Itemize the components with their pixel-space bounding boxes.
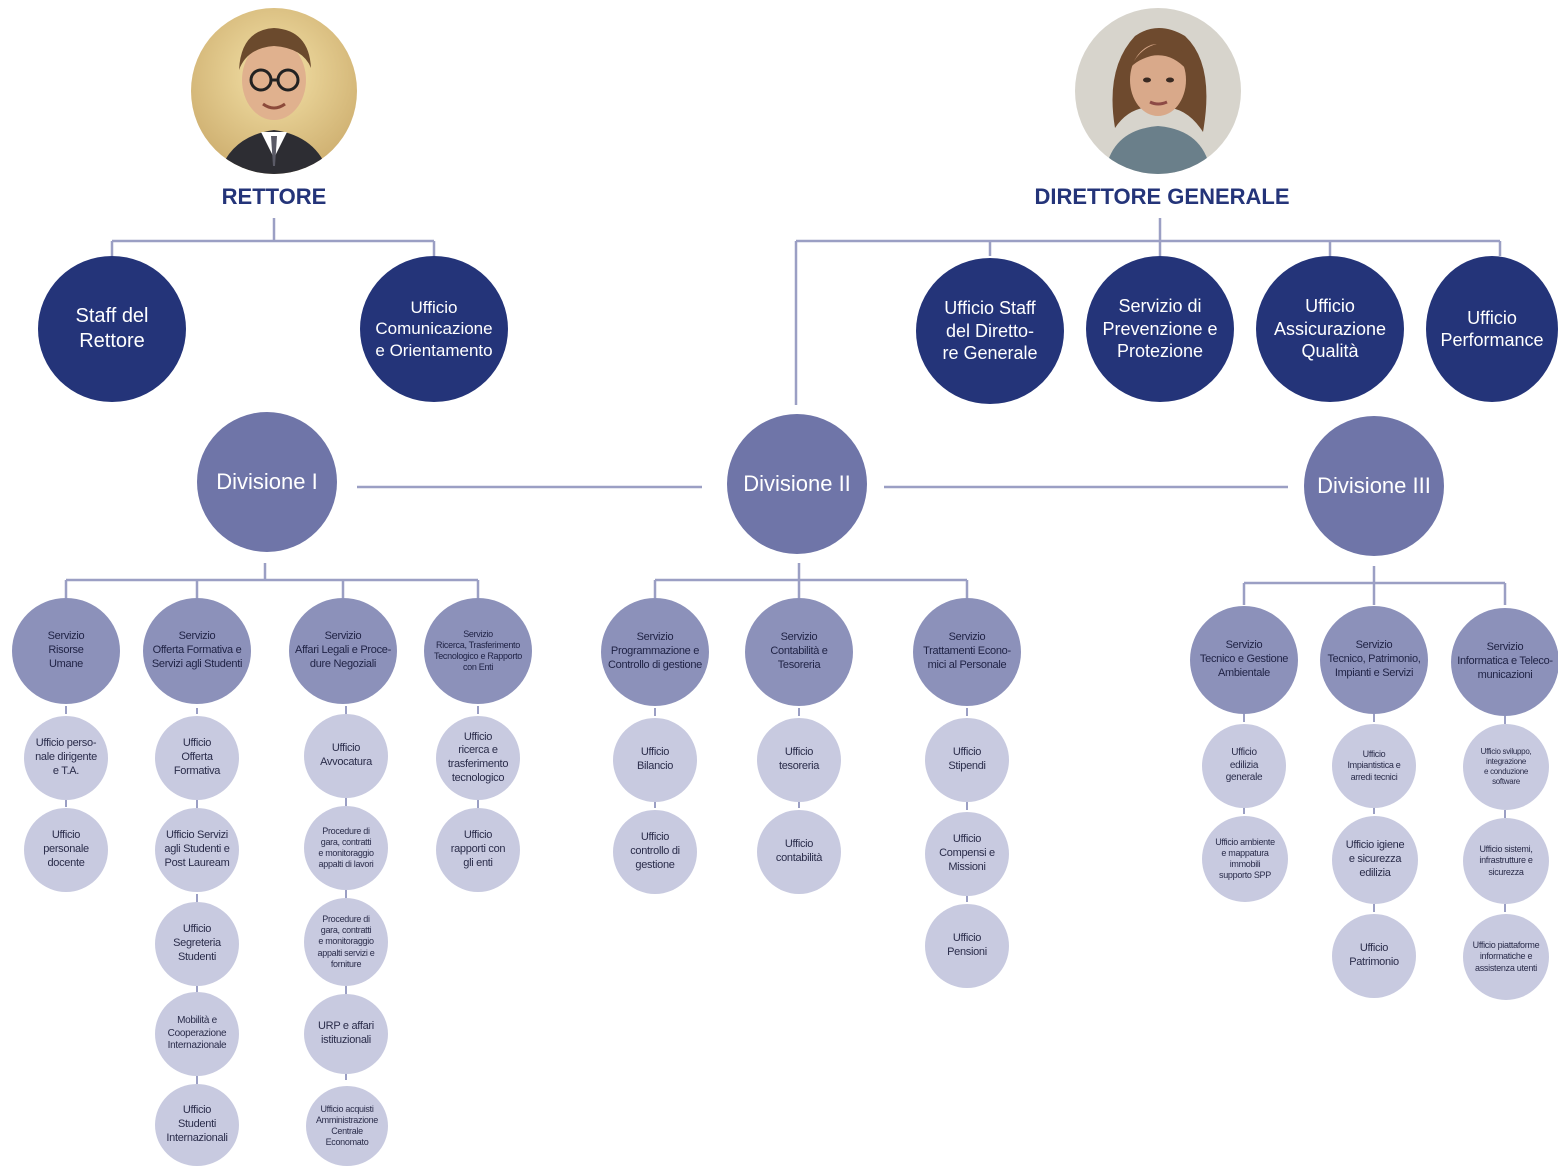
- office-node: Ufficio Offerta Formativa: [155, 716, 239, 800]
- communication-office-node: Ufficio Comunicazione e Orientamento: [360, 256, 508, 402]
- prevention-service-node: Servizio di Prevenzione e Protezione: [1086, 256, 1234, 402]
- office-node: Procedure di gara, contratti e monitorag…: [304, 898, 388, 986]
- rector-staff-node: Staff del Rettore: [38, 256, 186, 402]
- division-3-node: Divisione III: [1304, 416, 1444, 556]
- office-node: Mobilità e Cooperazione Internazionale: [155, 992, 239, 1076]
- office-node: Ufficio Studenti Internazionali: [155, 1084, 239, 1166]
- service-node: Servizio Offerta Formativa e Servizi agl…: [143, 598, 251, 704]
- division-1-node: Divisione I: [197, 412, 337, 552]
- service-node: Servizio Risorse Umane: [12, 598, 120, 704]
- office-node: Ufficio ricerca e trasferimento tecnolog…: [436, 716, 520, 800]
- office-node: Ufficio controllo di gestione: [613, 810, 697, 894]
- office-node: Ufficio piattaforme informatiche e assis…: [1463, 914, 1549, 1000]
- office-node: Ufficio Stipendi: [925, 718, 1009, 802]
- division-2-node: Divisione II: [727, 414, 867, 554]
- office-node: Ufficio Segreteria Studenti: [155, 902, 239, 986]
- office-node: URP e affari istituzionali: [304, 994, 388, 1074]
- service-node: Servizio Informatica e Teleco- municazio…: [1451, 608, 1558, 716]
- office-node: Ufficio Impiantistica e arredi tecnici: [1332, 724, 1416, 808]
- performance-office-node: Ufficio Performance: [1426, 256, 1558, 402]
- dg-staff-office-node: Ufficio Staff del Diretto- re Generale: [916, 258, 1064, 404]
- service-node: Servizio Trattamenti Econo- mici al Pers…: [913, 598, 1021, 706]
- office-node: Ufficio rapporti con gli enti: [436, 808, 520, 892]
- office-node: Ufficio acquisti Amministrazione Central…: [306, 1086, 388, 1166]
- office-node: Ufficio Bilancio: [613, 718, 697, 802]
- quality-office-node: Ufficio Assicurazione Qualità: [1256, 256, 1404, 402]
- office-node: Ufficio sviluppo, integrazione e conduzi…: [1463, 724, 1549, 810]
- service-node: Servizio Tecnico, Patrimonio, Impianti e…: [1320, 606, 1428, 714]
- office-node: Ufficio contabilità: [757, 810, 841, 894]
- rector-title: RETTORE: [221, 184, 327, 209]
- office-node: Ufficio Servizi agli Studenti e Post Lau…: [155, 808, 239, 892]
- director-general-title: DIRETTORE GENERALE: [1034, 184, 1290, 209]
- office-node: Ufficio sistemi, infrastrutture e sicure…: [1463, 818, 1549, 904]
- office-node: Ufficio Pensioni: [925, 904, 1009, 988]
- office-node: Ufficio igiene e sicurezza edilizia: [1332, 816, 1418, 904]
- office-node: Ufficio edilizia generale: [1202, 724, 1286, 808]
- office-node: Ufficio perso- nale dirigente e T.A.: [24, 716, 108, 800]
- rector-portrait: [191, 8, 357, 174]
- office-node: Ufficio tesoreria: [757, 718, 841, 802]
- service-node: Servizio Affari Legali e Proce- dure Neg…: [289, 598, 397, 704]
- office-node: Ufficio ambiente e mappatura immobili su…: [1202, 816, 1288, 902]
- office-node: Ufficio personale docente: [24, 808, 108, 892]
- service-node: Servizio Tecnico e Gestione Ambientale: [1190, 606, 1298, 714]
- service-node: Servizio Ricerca, Trasferimento Tecnolog…: [424, 598, 532, 704]
- office-node: Ufficio Compensi e Missioni: [925, 812, 1009, 896]
- service-node: Servizio Contabilità e Tesoreria: [745, 598, 853, 706]
- service-node: Servizio Programmazione e Controllo di g…: [601, 598, 709, 706]
- director-general-portrait: [1075, 8, 1241, 174]
- office-node: Ufficio Avvocatura: [304, 714, 388, 798]
- office-node: Ufficio Patrimonio: [1332, 914, 1416, 998]
- office-node: Procedure di gara, contratti e monitorag…: [304, 806, 388, 890]
